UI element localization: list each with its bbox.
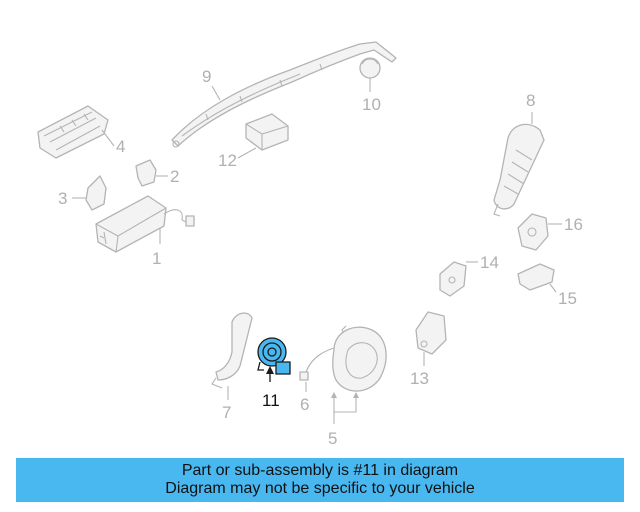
- parts-diagram: 9 10 12 4 2 3: [37, 41, 583, 448]
- part-3-bracket[interactable]: [85, 175, 107, 211]
- part-9-curtain-airbag[interactable]: [171, 41, 397, 148]
- part-7-airbag-strip[interactable]: [211, 312, 253, 400]
- callout-5: 5: [328, 429, 337, 448]
- part-10-sensor[interactable]: [359, 57, 381, 92]
- svg-text:11: 11: [262, 391, 280, 410]
- part-14-impact-sensor[interactable]: [439, 261, 467, 297]
- callout-9: 9: [202, 67, 221, 101]
- part-11-clockspring[interactable]: [257, 337, 291, 375]
- callout-7: 7: [222, 403, 231, 422]
- callout-13: 13: [410, 369, 429, 388]
- svg-text:4: 4: [116, 137, 125, 156]
- callout-6: 6: [300, 395, 309, 414]
- part-8-side-airbag[interactable]: [493, 112, 545, 217]
- part-4-knee-airbag[interactable]: [37, 105, 109, 159]
- svg-text:9: 9: [202, 67, 211, 86]
- svg-text:16: 16: [564, 215, 583, 234]
- part-5-driver-airbag[interactable]: [331, 326, 387, 424]
- part-2-bracket[interactable]: [135, 159, 157, 187]
- svg-text:3: 3: [58, 189, 67, 208]
- callout-12: 12: [218, 147, 257, 170]
- svg-text:12: 12: [218, 151, 237, 170]
- part-15-sensor[interactable]: [517, 263, 555, 291]
- svg-text:15: 15: [558, 289, 577, 308]
- banner-line-part: Part or sub-assembly is #11 in diagram: [181, 462, 459, 479]
- part-12-control-module[interactable]: [245, 113, 289, 151]
- svg-text:2: 2: [170, 167, 179, 186]
- callout-15: 15: [549, 283, 577, 308]
- callout-2: 2: [156, 167, 179, 186]
- callout-4: 4: [101, 129, 125, 156]
- callout-11: 11: [262, 366, 280, 410]
- part-1-passenger-airbag[interactable]: [95, 195, 195, 253]
- callout-14: 14: [466, 253, 499, 272]
- callout-8: 8: [526, 91, 535, 110]
- banner-line-disclaimer: Diagram may not be specific to your vehi…: [165, 480, 475, 497]
- info-banner: Part or sub-assembly is #11 in diagram D…: [16, 458, 624, 502]
- callout-3: 3: [58, 189, 86, 208]
- part-13-sensor[interactable]: [415, 311, 447, 366]
- callout-1: 1: [152, 249, 161, 268]
- callout-16: 16: [548, 215, 583, 234]
- svg-text:14: 14: [480, 253, 499, 272]
- part-16-sensor[interactable]: [517, 213, 549, 251]
- callout-10: 10: [362, 95, 381, 114]
